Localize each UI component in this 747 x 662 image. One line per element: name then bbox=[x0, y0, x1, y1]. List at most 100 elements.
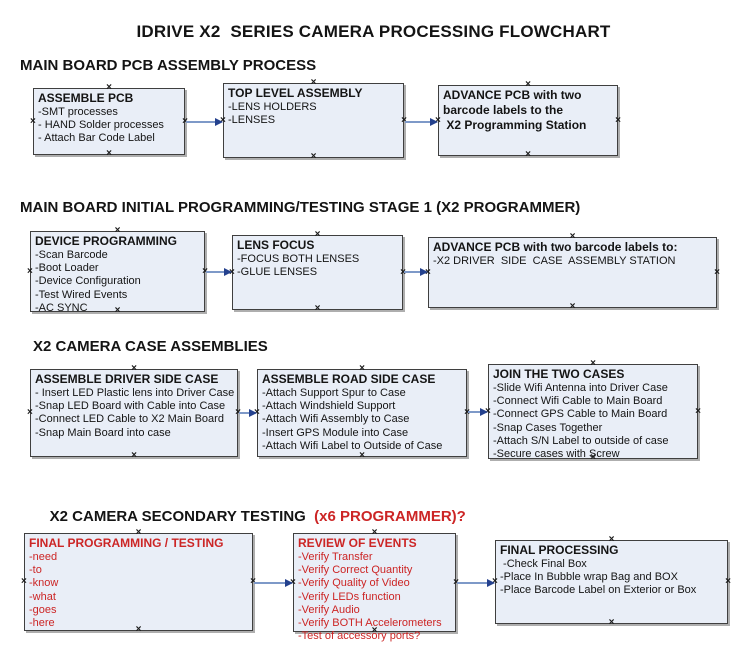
box-items: -FOCUS BOTH LENSES-GLUE LENSES bbox=[237, 253, 398, 279]
flow-box-assemble-road-side-case: ASSEMBLE ROAD SIDE CASE -Attach Support … bbox=[257, 369, 467, 457]
box-item: -Attach S/N Label to outside of case bbox=[493, 434, 669, 447]
connector-arrow bbox=[206, 267, 232, 276]
box-item: -goes bbox=[29, 603, 57, 616]
box-item: -Attach Wifi Assembly to Case bbox=[262, 413, 410, 426]
box-item: -X2 DRIVER SIDE CASE ASSEMBLY STATION bbox=[433, 255, 676, 267]
box-item: -GLUE LENSES bbox=[237, 266, 318, 279]
box-item: -Verify LEDs function bbox=[298, 590, 401, 603]
box-items: -Attach Support Spur to Case-Attach Wind… bbox=[262, 387, 462, 453]
box-title: DEVICE PROGRAMMING bbox=[35, 234, 178, 248]
box-item: -Check Final Box bbox=[500, 558, 587, 570]
connector-arrow bbox=[405, 117, 438, 126]
connection-handle bbox=[311, 152, 317, 162]
box-item: -AC SYNC bbox=[35, 301, 88, 314]
flow-box-assemble-pcb: ASSEMBLE PCB -SMT processes- HAND Solder… bbox=[33, 88, 185, 155]
box-items: -Check Final Box-Place In Bubble wrap Ba… bbox=[500, 558, 723, 598]
connection-handle bbox=[21, 577, 27, 587]
box-item: -LENSES bbox=[228, 114, 276, 127]
box-item: -Insert GPS Module into Case bbox=[262, 426, 409, 439]
box-title: ASSEMBLE ROAD SIDE CASE bbox=[262, 372, 436, 386]
arrowhead-icon bbox=[249, 408, 257, 417]
box-items: -Verify Transfer-Verify Correct Quantity… bbox=[298, 551, 451, 643]
box-item: -here bbox=[29, 616, 55, 629]
box-items: - Insert LED Plastic lens into Driver Ca… bbox=[35, 387, 235, 440]
connection-handle bbox=[695, 407, 701, 417]
flow-box-final-processing: FINAL PROCESSING -Check Final Box-Place … bbox=[495, 540, 728, 624]
box-item: -Slide Wifi Antenna into Driver Case bbox=[493, 382, 668, 394]
box-items: -Scan Barcode-Boot Loader-Device Configu… bbox=[35, 249, 200, 315]
connection-handle bbox=[714, 268, 720, 278]
arrowhead-icon bbox=[215, 117, 223, 126]
box-item: -Verify Audio bbox=[298, 603, 360, 616]
connection-handle bbox=[725, 577, 731, 587]
box-item: -Place In Bubble wrap Bag and BOX bbox=[500, 571, 678, 584]
heading-text: X2 CAMERA SECONDARY TESTING bbox=[49, 508, 306, 525]
connection-handle bbox=[30, 117, 36, 127]
box-items: -LENS HOLDERS-LENSES bbox=[228, 101, 399, 127]
flow-box-join-the-two-cases: JOIN THE TWO CASES -Slide Wifi Antenna i… bbox=[488, 364, 701, 460]
flow-box-assemble-driver-side-case: ASSEMBLE DRIVER SIDE CASE - Insert LED P… bbox=[30, 369, 238, 457]
section-heading-initial-programming: MAIN BOARD INITIAL PROGRAMMING/TESTING S… bbox=[20, 199, 581, 216]
box-title: TOP LEVEL ASSEMBLY bbox=[228, 86, 363, 100]
box-item: -Verify Quality of Video bbox=[298, 577, 410, 590]
section-heading-pcb-assembly: MAIN BOARD PCB ASSEMBLY PROCESS bbox=[20, 57, 317, 74]
arrowhead-icon bbox=[420, 267, 428, 276]
box-item: -Snap Main Board into case bbox=[35, 426, 171, 439]
connector-arrow bbox=[457, 578, 495, 587]
box-title: ASSEMBLE PCB bbox=[38, 91, 134, 105]
box-item: -Connect GPS Cable to Main Board bbox=[493, 408, 668, 421]
section-heading-secondary-testing: X2 CAMERA SECONDARY TESTING (x6 PROGRAMM… bbox=[33, 491, 466, 542]
box-item: -Attach Wifi Label to Outside of Case bbox=[262, 439, 443, 452]
box-item: -Place Barcode Label on Exterior or Box bbox=[500, 584, 697, 597]
box-item: -Device Configuration bbox=[35, 275, 141, 288]
box-item: -Connect Wifi Cable to Main Board bbox=[493, 395, 663, 408]
connection-handle bbox=[525, 150, 531, 160]
arrowhead-icon bbox=[480, 407, 488, 416]
connector-arrow bbox=[239, 408, 257, 417]
box-item: -Snap Cases Together bbox=[493, 421, 603, 434]
box-item: - Insert LED Plastic lens into Driver Ca… bbox=[35, 387, 235, 399]
box-item: -Connect LED Cable to X2 Main Board bbox=[35, 413, 224, 426]
box-title: LENS FOCUS bbox=[237, 238, 315, 252]
connector-arrow bbox=[254, 578, 293, 587]
box-item: - HAND Solder processes bbox=[38, 119, 164, 132]
box-title: ASSEMBLE DRIVER SIDE CASE bbox=[35, 372, 219, 386]
connection-handle bbox=[609, 618, 615, 628]
connection-handle bbox=[315, 304, 321, 314]
flow-box-advance-pcb-driver-side: ADVANCE PCB with two barcode labels to: … bbox=[428, 237, 717, 308]
box-item: -Test Wired Events bbox=[35, 288, 128, 301]
connection-handle bbox=[27, 267, 33, 277]
box-item: -Scan Barcode bbox=[35, 249, 108, 261]
box-item: -LENS HOLDERS bbox=[228, 101, 317, 113]
section-heading-case-assemblies: X2 CAMERA CASE ASSEMBLIES bbox=[33, 338, 268, 355]
flow-box-advance-pcb-programming-station: ADVANCE PCB with two barcode labels to t… bbox=[438, 85, 618, 156]
connection-handle bbox=[615, 116, 621, 126]
box-title: ADVANCE PCB with two barcode labels to t… bbox=[443, 88, 587, 132]
box-items: -SMT processes- HAND Solder processes- A… bbox=[38, 106, 180, 146]
box-item: -Attach Windshield Support bbox=[262, 400, 396, 413]
box-item: -need bbox=[29, 551, 58, 563]
arrowhead-icon bbox=[430, 117, 438, 126]
connection-handle bbox=[106, 149, 112, 159]
box-items: -need-to-know-what-goes-here bbox=[29, 551, 248, 630]
connection-handle bbox=[131, 451, 137, 461]
connection-handle bbox=[27, 408, 33, 418]
arrowhead-icon bbox=[224, 267, 232, 276]
connector-arrow bbox=[404, 267, 428, 276]
box-item: -Boot Loader bbox=[35, 262, 99, 275]
flow-box-device-programming: DEVICE PROGRAMMING -Scan Barcode-Boot Lo… bbox=[27, 231, 205, 315]
box-item: -Test of accessory ports? bbox=[298, 630, 421, 643]
box-title: REVIEW OF EVENTS bbox=[298, 536, 417, 550]
box-title: JOIN THE TWO CASES bbox=[493, 367, 625, 381]
flow-box-top-level-assembly: TOP LEVEL ASSEMBLY -LENS HOLDERS-LENSES bbox=[223, 83, 404, 158]
box-item: -FOCUS BOTH LENSES bbox=[237, 253, 360, 265]
box-title: FINAL PROCESSING bbox=[500, 543, 619, 557]
flow-box-final-programming-testing: FINAL PROGRAMMING / TESTING -need-to-kno… bbox=[24, 533, 253, 631]
box-item: -Secure cases with Screw bbox=[493, 447, 620, 460]
box-item: -Verify BOTH Accelerometers bbox=[298, 616, 442, 629]
flow-box-lens-focus: LENS FOCUS -FOCUS BOTH LENSES-GLUE LENSE… bbox=[232, 235, 403, 310]
box-item: -know bbox=[29, 577, 59, 590]
box-item: -Attach Support Spur to Case bbox=[262, 387, 406, 399]
connection-handle bbox=[570, 302, 576, 312]
